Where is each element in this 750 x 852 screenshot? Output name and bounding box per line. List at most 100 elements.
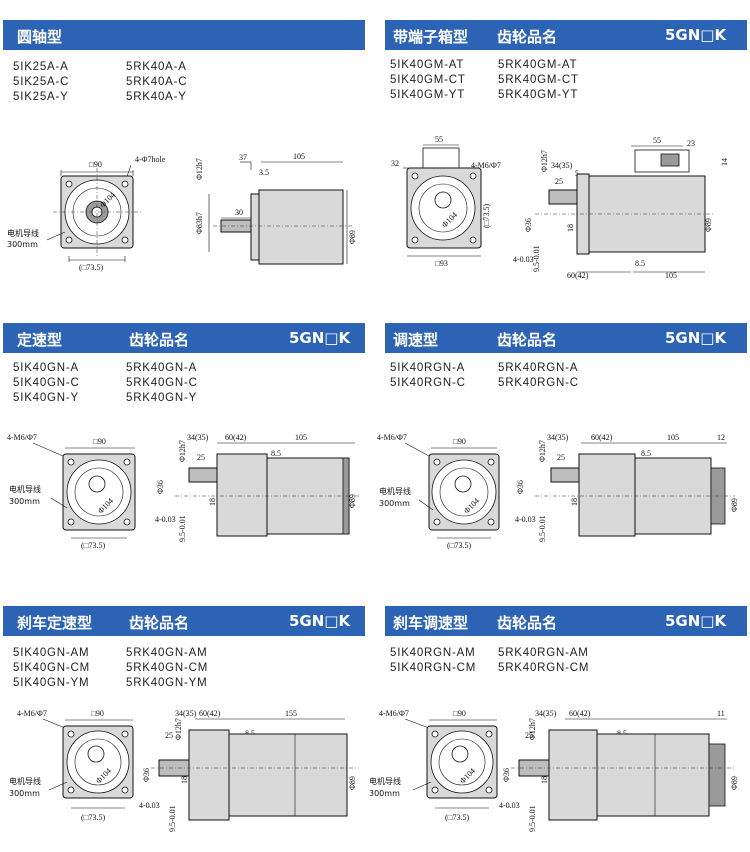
lead-wire-label: 电机导线 (9, 776, 41, 786)
dim-pilot-dia: Φ36 (502, 768, 511, 782)
dim-shaft-dia: Φ12h7 (540, 150, 549, 172)
side-view-drawing: 34(35) 60(42) 105 12 Φ12h7 Φ36 25 8.5 18… (515, 433, 739, 542)
dim-body-dia: Φ89 (348, 230, 357, 244)
dim-body-dia: Φ89 (704, 218, 713, 232)
side-view-drawing: 34(35) 60(42) 155 Φ12h7 Φ36 25 8.5 18 Φ8… (139, 709, 359, 832)
panel-title: 圆轴型 (17, 28, 63, 46)
dim-105: 105 (665, 271, 677, 280)
panel-round-shaft: 圆轴型 5IK25A-A 5IK25A-C 5IK25A-Y 5RK40A-A … (3, 20, 365, 295)
model-list-right: 5RK40GM-AT 5RK40GM-CT 5RK40GM-YT (498, 58, 579, 103)
model-list-right: 5RK40RGN-AM 5RK40RGN-CM (498, 646, 589, 676)
dim-93: □93 (435, 259, 448, 268)
shaft-hub (88, 475, 106, 493)
gearbox (578, 453, 636, 537)
terminal-box (422, 147, 460, 169)
lead-wire-label: 电机导线 (369, 776, 401, 786)
lead-wire-label: 电机导线 (7, 228, 39, 238)
tol-9-5: 9.5-0.01 (168, 805, 177, 832)
model-item: 5RK40GN-AM (126, 647, 208, 659)
lead-wire-label: 电机导线 (9, 484, 41, 494)
dim-23: 23 (687, 139, 695, 148)
panel-title: 刹车调速型 (393, 614, 469, 632)
gear-code: 5GN□K (289, 329, 351, 347)
model-item: 5IK40RGN-C (390, 377, 466, 389)
gear-code: 5GN□K (665, 329, 727, 347)
model-item: 5IK40GM-AT (390, 59, 465, 71)
tol-9-5: 9.5-0.01 (178, 515, 187, 542)
model-list-left: 5IK40RGN-AM 5IK40RGN-CM (390, 646, 476, 676)
model-item: 5IK40RGN-AM (390, 647, 476, 659)
dim-34: 34(35) (175, 709, 197, 718)
panel-subtitle: 齿轮品名 (129, 331, 190, 349)
dim-60: 60(42) (591, 433, 613, 442)
dim-25: 25 (557, 453, 565, 462)
dim-34: 34(35) (547, 433, 569, 442)
dim-inner-square: (□73.5) (81, 541, 105, 550)
model-item: 5IK40GN-C (13, 377, 80, 389)
model-item: 5IK40RGN-A (390, 362, 466, 374)
tol-4: 4-0.03 (515, 515, 536, 524)
motor-body (228, 733, 348, 817)
model-item: 5IK40GN-AM (13, 647, 90, 659)
model-item: 5IK40GN-CM (13, 662, 91, 674)
dim-8-5: 8.5 (271, 449, 281, 458)
panel-title: 刹车定速型 (17, 614, 93, 632)
dim-square: □90 (453, 709, 466, 718)
dim-25: 25 (555, 177, 563, 186)
tol-9-5: 9.5-0.01 (538, 515, 547, 542)
dim-hole: 4-M6/Φ7 (7, 433, 37, 442)
tol-9-5: 9.5-0.01 (532, 245, 541, 272)
dim-105: 105 (293, 152, 305, 161)
tol-4: 4-0.03 (499, 801, 520, 810)
model-list-left: 5IK40RGN-A 5IK40RGN-C (390, 361, 466, 391)
model-item: 5RK40GN-YM (126, 677, 208, 689)
model-item: 5IK25A-Y (13, 91, 69, 103)
dim-square: □90 (91, 709, 104, 718)
model-item: 5RK40RGN-AM (498, 647, 589, 659)
dim-inner-square: (□73.5) (445, 813, 469, 822)
gearbox (188, 729, 230, 821)
panel-brake-speed-control: 刹车调速型 齿轮品名 5GN□K 5IK40RGN-AM 5IK40RGN-CM… (369, 606, 747, 852)
panel-fixed-speed: 定速型 齿轮品名 5GN□K 5IK40GN-A 5IK40GN-C 5IK40… (3, 323, 365, 583)
tol-4: 4-0.03 (513, 255, 534, 264)
tacho-generator (708, 743, 726, 807)
model-item: 5RK40GN-CM (126, 662, 209, 674)
dim-25: 25 (525, 731, 533, 740)
output-shaft (550, 467, 580, 483)
panel-header: 带端子箱型 齿轮品名 5GN□K (385, 20, 747, 50)
side-view-drawing: 37 105 3.5 Φ12h7 Φ83h7 30 Φ89 (195, 152, 357, 265)
model-item: 5IK25A-A (13, 61, 69, 73)
panel-header: 刹车定速型 齿轮品名 5GN□K (3, 606, 365, 636)
dim-37: 37 (239, 153, 247, 162)
model-item: 5IK40GM-YT (390, 89, 466, 101)
dim-hole: 4-M6/Φ7 (379, 709, 409, 718)
dim-11: 11 (717, 709, 725, 718)
front-view-drawing: 4-M6/Φ7 □90 Φ104 电机导线 300mm (□73.5) (377, 433, 500, 550)
model-item: 5RK40GN-Y (126, 392, 198, 404)
dim-55: 55 (435, 135, 443, 144)
model-list-right: 5RK40RGN-A 5RK40RGN-C (498, 361, 579, 391)
model-item: 5IK40GN-YM (13, 677, 90, 689)
model-item: 5RK40GM-AT (498, 59, 578, 71)
dim-shaft-dia: Φ12h7 (538, 440, 547, 462)
model-item: 5RK40RGN-A (498, 362, 579, 374)
model-item: 5RK40GM-CT (498, 74, 579, 86)
front-view-drawing: 4-M6/Φ7 □90 Φ104 电机导线 300mm (□73.5) (369, 709, 498, 822)
dim-18: 18 (566, 224, 575, 232)
model-item: 5RK40GN-A (126, 362, 198, 374)
model-item: 5RK40A-C (126, 76, 188, 88)
motor-body (258, 189, 344, 265)
dim-105: 105 (667, 433, 679, 442)
panel-subtitle: 齿轮品名 (497, 331, 558, 349)
side-view-drawing: 34(35) 60(42) 105 Φ12h7 Φ36 25 8.5 18 Φ8… (155, 433, 359, 542)
side-view-drawing: 34(35) 60(42) 11 Φ12h7 Φ36 25 8.5 18 Φ89… (499, 709, 739, 832)
model-item: 5IK40RGN-CM (390, 662, 477, 674)
dim-shaft-dia: Φ12h7 (195, 158, 204, 180)
lead-wire-length: 300mm (7, 240, 38, 249)
dim-inner-square: (□73.5) (81, 813, 105, 822)
motor-body (596, 733, 710, 817)
panel-header: 调速型 齿轮品名 5GN□K (385, 323, 747, 353)
dim-25: 25 (197, 453, 205, 462)
side-view-drawing: 55 23 14 Φ12h7 Φ36 34(35) 5 25 18 Φ89 4-… (513, 136, 729, 280)
gearbox (216, 453, 268, 537)
